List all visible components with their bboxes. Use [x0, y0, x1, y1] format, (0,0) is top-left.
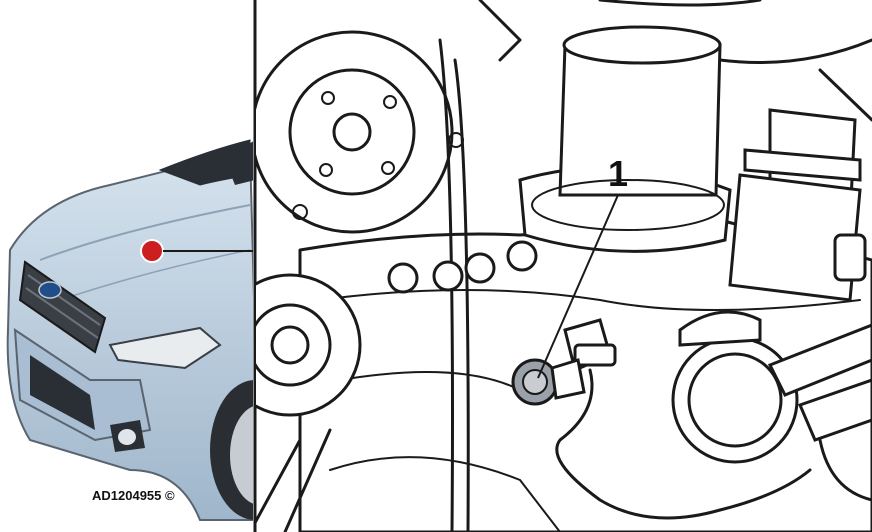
- round-fitting: [671, 310, 799, 464]
- vehicle-body: [6, 148, 253, 521]
- callout-number: 1: [608, 153, 628, 194]
- crank-pulley: [256, 30, 464, 234]
- coolant-pipe: [767, 323, 872, 502]
- callout-1: 1: [537, 153, 628, 379]
- sensor-housing: [728, 108, 867, 302]
- idler-pulley: [256, 273, 362, 417]
- location-marker: [140, 239, 164, 263]
- bolt-row: [387, 240, 538, 294]
- engine-detail: [256, 0, 872, 532]
- knock-sensor: [511, 358, 586, 406]
- front-wheel: [210, 380, 253, 520]
- connector-plug: [555, 318, 812, 520]
- figure-credit: AD1204955 ©: [92, 488, 175, 503]
- vehicle-illustration: [6, 139, 253, 521]
- drive-belt: [453, 58, 470, 532]
- oil-filler-tube: [518, 25, 732, 253]
- headlight: [108, 326, 222, 370]
- brand-emblem: [38, 281, 62, 299]
- callout-leader-line: [537, 194, 619, 379]
